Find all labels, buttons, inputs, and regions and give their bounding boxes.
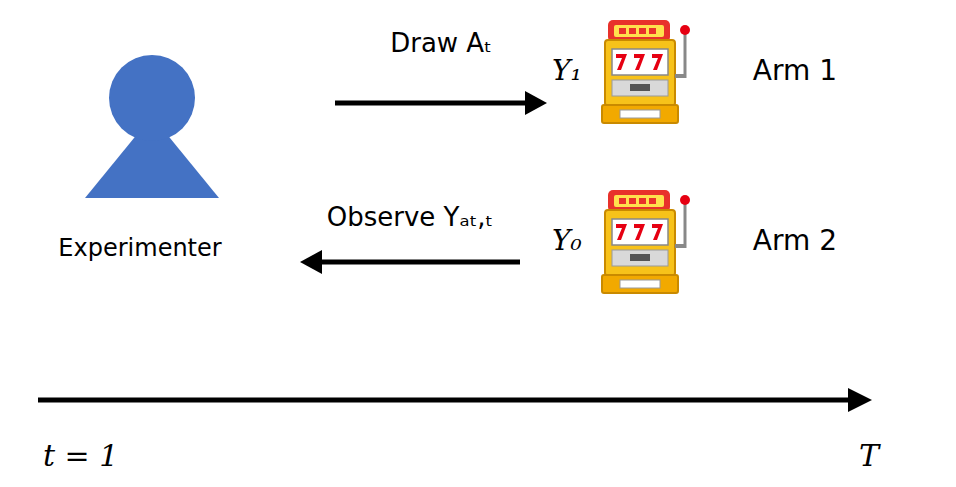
time-axis-line (38, 398, 852, 403)
slot-sign-panel (614, 25, 664, 37)
arm-name: Arm 2 (753, 224, 837, 257)
arm-node: Y₁ Arm 1 (552, 30, 837, 110)
time-axis-head (848, 388, 872, 412)
slot-sign-mark (639, 28, 646, 34)
slot-sign-mark (629, 28, 636, 34)
arrow-connector (335, 91, 547, 115)
slot-sign (608, 190, 670, 212)
arrow-label: Observe Yₐₜ,ₜ (324, 202, 497, 232)
experimenter-icon (85, 55, 219, 198)
slot-sign-panel (614, 195, 664, 207)
slot-lever-ball (680, 25, 690, 35)
experimenter-node: Experimenter (10, 50, 270, 262)
slot-machine-icon (602, 20, 690, 123)
slot-sign-mark (639, 198, 646, 204)
axis-label: t = 1 (40, 438, 121, 473)
person-head (109, 55, 195, 141)
slot-panel (612, 250, 668, 266)
arrow-line (335, 101, 529, 106)
slot-coin (630, 84, 650, 91)
slot-base (602, 105, 678, 123)
slot-tray (620, 110, 660, 118)
slot-sign-mark (619, 198, 626, 204)
slot-lever (684, 203, 687, 248)
arrow-line (318, 260, 520, 265)
slot-sign-mark (649, 198, 656, 204)
slot-sign-mark (619, 28, 626, 34)
arrow-head (300, 250, 322, 274)
arm-node: Y₀ Arm 2 (552, 200, 837, 280)
slot-body (605, 40, 675, 106)
slot-tray (620, 280, 660, 288)
slot-coin (630, 254, 650, 261)
slot-seven (634, 54, 645, 70)
slot-window (612, 49, 668, 75)
time-axis (38, 388, 872, 412)
arrow-head (525, 91, 547, 115)
arm-variable: Y₀ (552, 224, 582, 257)
slot-seven (616, 54, 627, 70)
slot-seven (652, 54, 663, 70)
slot-window (612, 219, 668, 245)
slot-panel (612, 80, 668, 96)
slot-seven (634, 224, 645, 240)
role-label: Experimenter (58, 234, 221, 262)
slot-lever-ball (680, 195, 690, 205)
slot-base (602, 275, 678, 293)
slot-lever (684, 33, 687, 78)
arrow-connector (300, 250, 520, 274)
arm-variable: Y₁ (552, 54, 582, 87)
slot-sign (608, 20, 670, 42)
slot-sign-mark (629, 198, 636, 204)
arrow-label: Draw Aₜ (387, 28, 495, 58)
slot-seven (616, 224, 627, 240)
slot-sign-mark (649, 28, 656, 34)
arm-name: Arm 1 (753, 54, 837, 87)
slot-seven (652, 224, 663, 240)
slot-machine-icon (602, 190, 690, 293)
axis-label: T (856, 438, 882, 473)
slot-body (605, 210, 675, 276)
